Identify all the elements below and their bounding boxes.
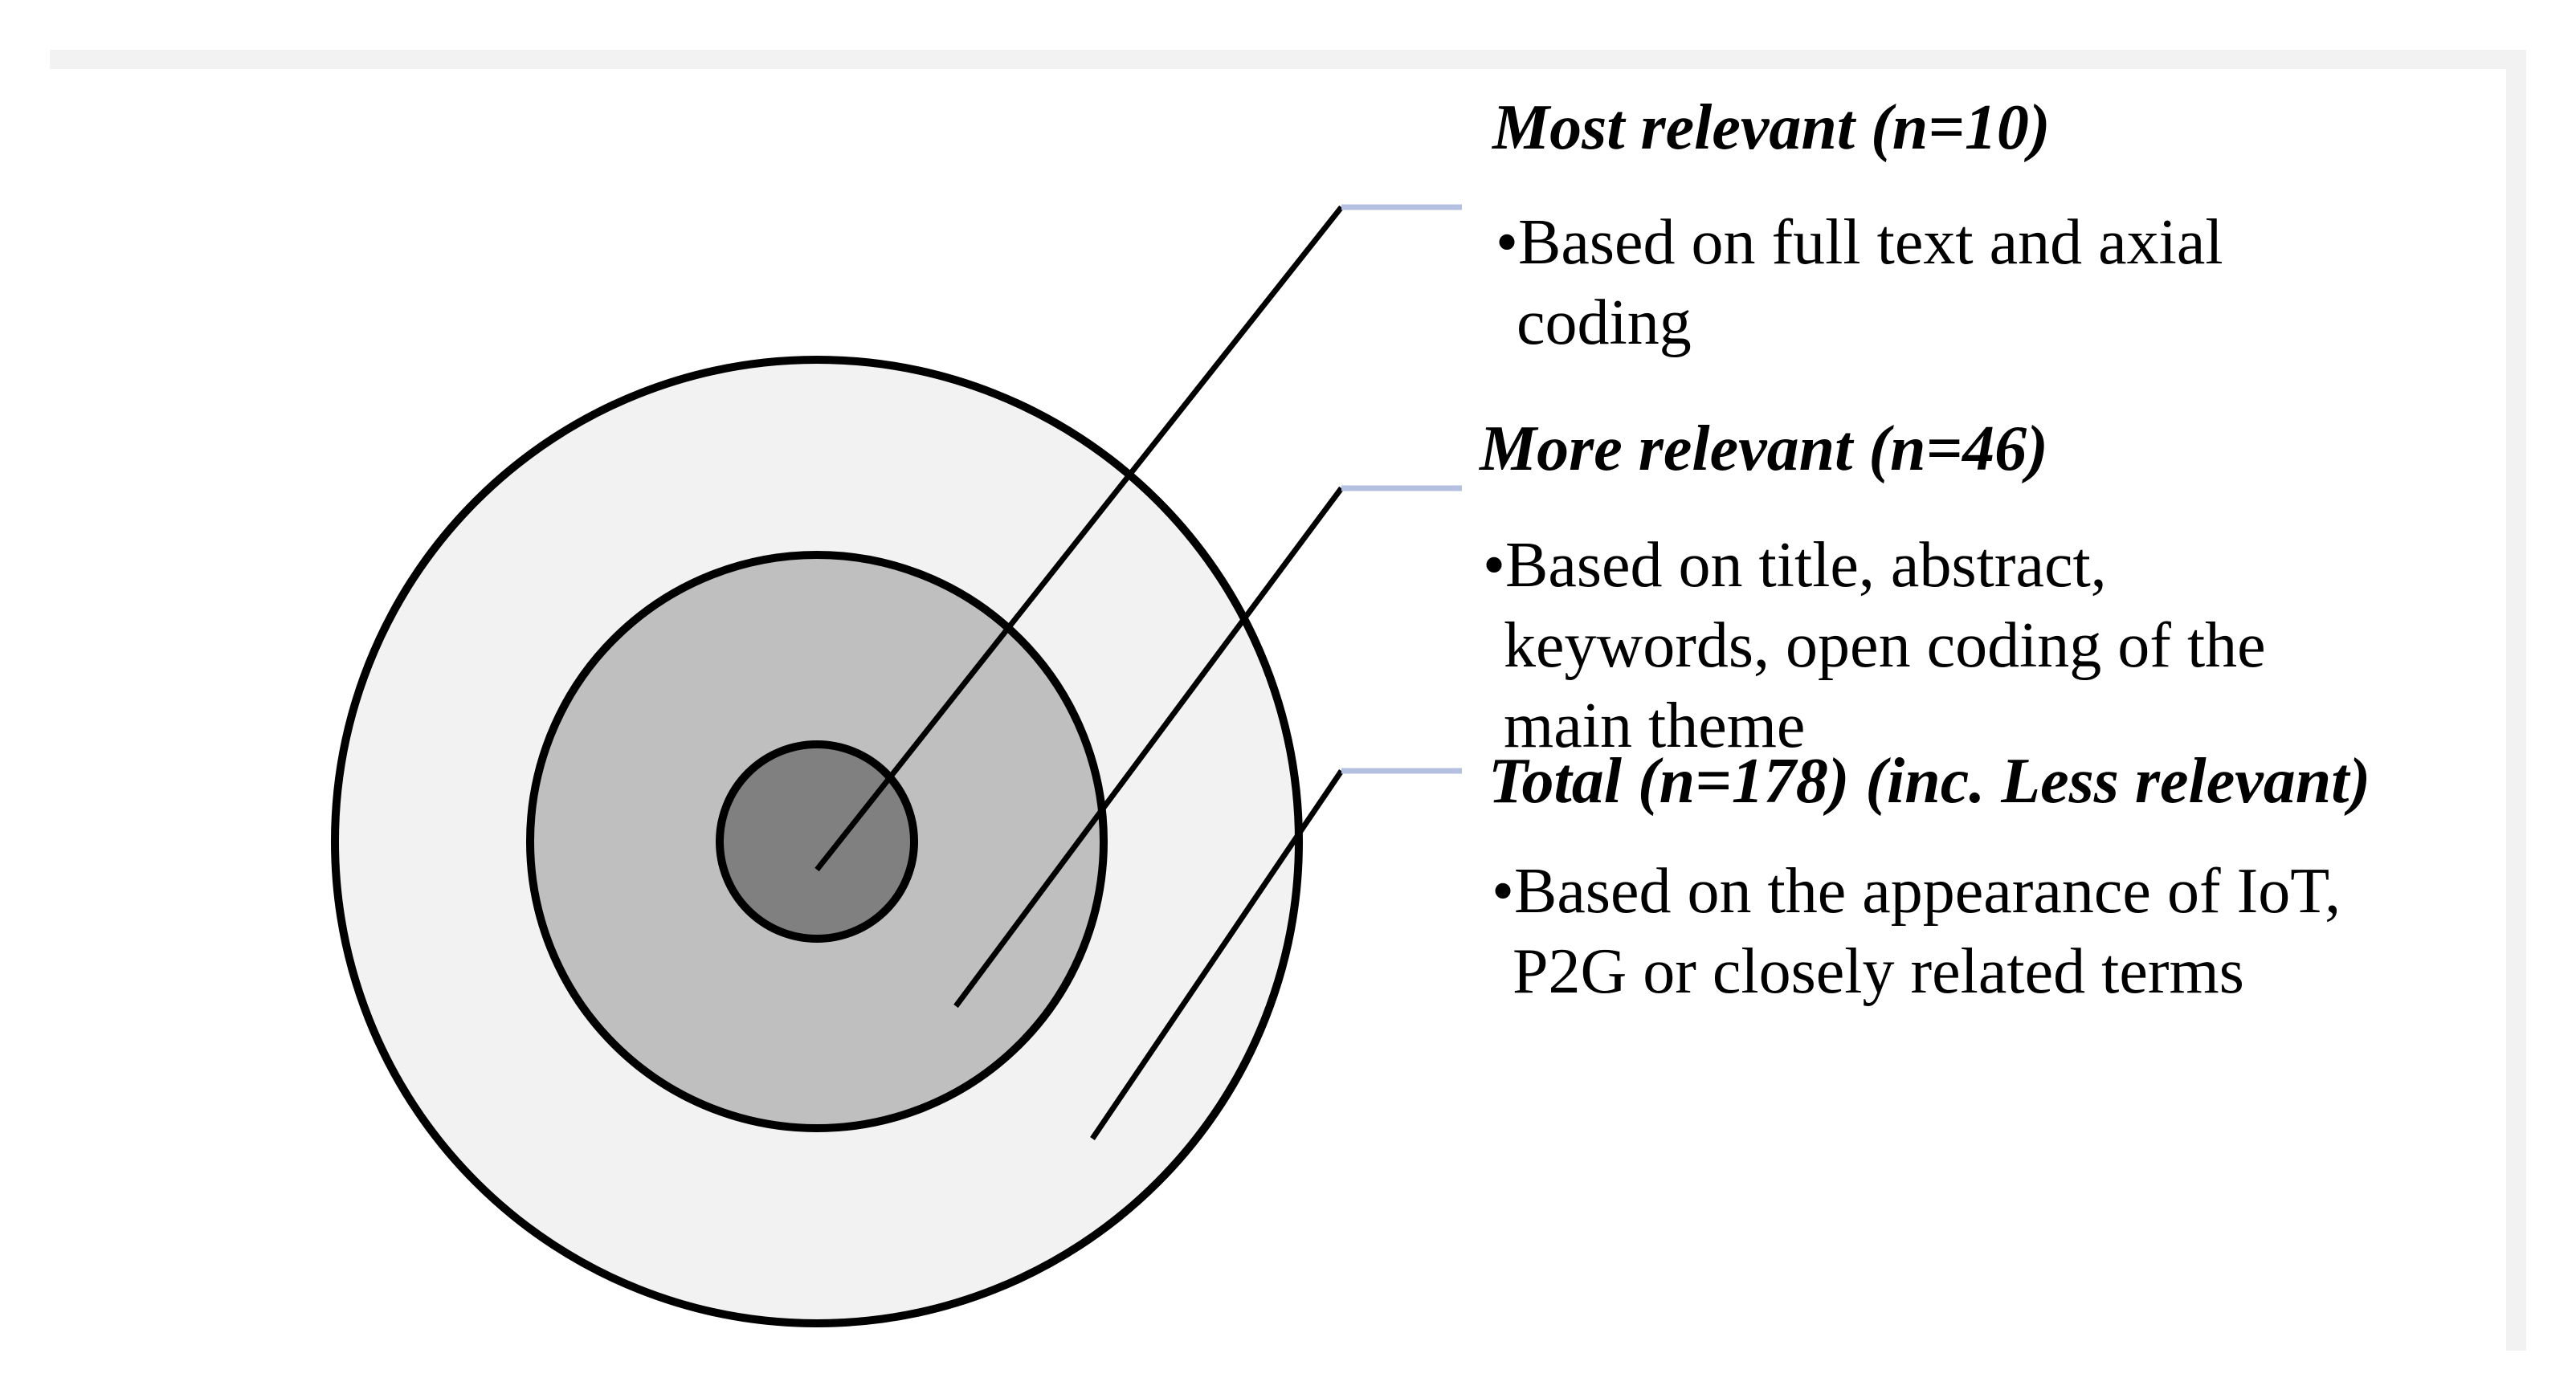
description-line: •Based on full text and axial [1496,207,2223,278]
description-line: P2G or closely related terms [1513,936,2244,1007]
connector-more-relevant [953,486,1344,1009]
total-description: •Based on the appearance of IoT, P2G or … [1492,851,2341,1012]
description-line: coding [1517,287,1692,358]
most-relevant-title: Most relevant (n=10) [1492,92,2051,163]
description-line: keywords, open coding of the [1504,610,2266,681]
more-relevant-title: More relevant (n=46) [1480,414,2048,484]
inner-circle-most-relevant [716,740,918,943]
more-relevant-description: •Based on title, abstract, keywords, ope… [1483,525,2266,766]
connector-most-relevant [814,205,1344,872]
description-line: •Based on the appearance of IoT, [1492,856,2341,927]
description-line: •Based on title, abstract, [1483,530,2107,601]
most-relevant-description: •Based on full text and axial coding [1496,202,2223,363]
connector-total [1090,769,1344,1140]
description-line: main theme [1504,691,1806,761]
total-title: Total (n=178) (inc. Less relevant) [1488,746,2371,817]
